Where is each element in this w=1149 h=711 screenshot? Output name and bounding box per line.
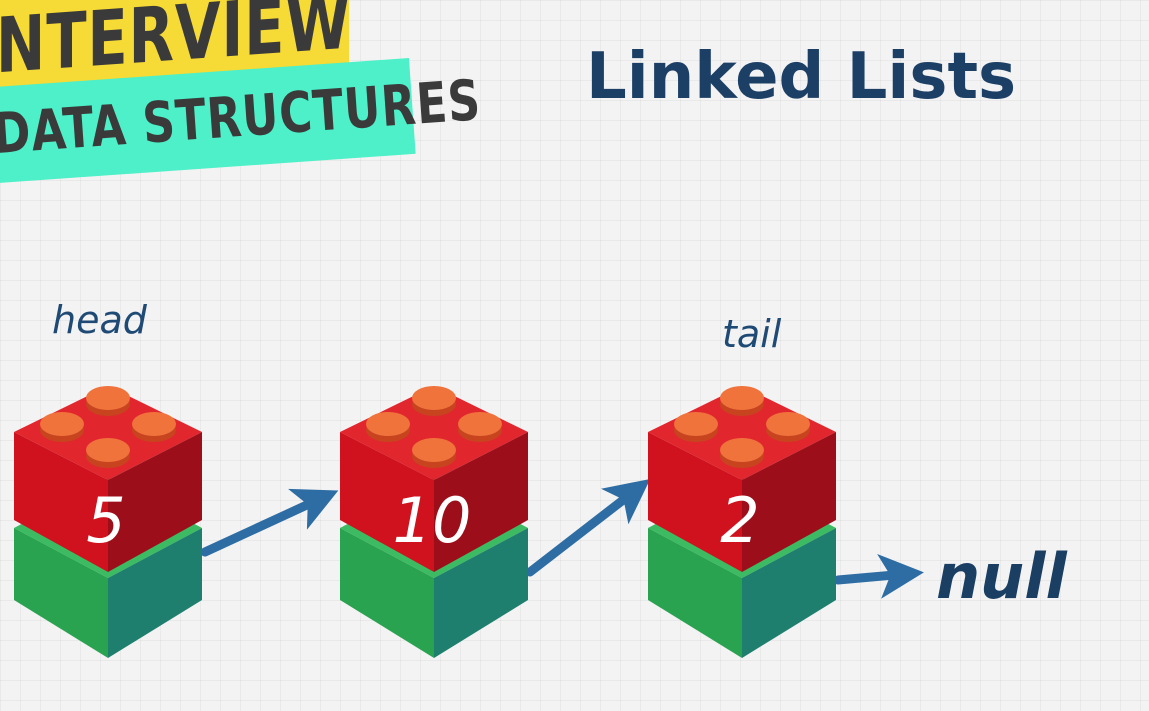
node-value: 10 bbox=[393, 484, 472, 557]
green-brick-right bbox=[434, 528, 528, 658]
brick-stud bbox=[366, 412, 410, 436]
node-value: 5 bbox=[86, 484, 125, 557]
linked-list-node: 2 bbox=[648, 386, 836, 658]
linked-list-node: 5 bbox=[14, 386, 202, 658]
brick-stud bbox=[86, 438, 130, 462]
node-value: 2 bbox=[720, 484, 759, 557]
brick-stud bbox=[720, 386, 764, 410]
brick-stud bbox=[86, 386, 130, 410]
brick-stud bbox=[720, 438, 764, 462]
page-title: Linked Lists bbox=[586, 40, 1017, 114]
brick-stud bbox=[412, 386, 456, 410]
brick-stud bbox=[458, 412, 502, 436]
green-brick-left bbox=[340, 528, 434, 658]
red-brick-right bbox=[742, 432, 836, 572]
red-brick-left bbox=[14, 432, 108, 572]
tail-label: tail bbox=[722, 312, 782, 356]
green-brick-left bbox=[14, 528, 108, 658]
linked-list-node: 10 bbox=[340, 386, 528, 658]
red-brick-right bbox=[434, 432, 528, 572]
red-brick-top bbox=[14, 386, 202, 480]
red-brick-left bbox=[648, 432, 742, 572]
arrow-2-to-null bbox=[833, 553, 924, 599]
arrow-5-to-10 bbox=[200, 488, 339, 557]
red-brick-top bbox=[648, 386, 836, 480]
brick-stud bbox=[40, 412, 84, 436]
head-label: head bbox=[52, 298, 147, 342]
red-brick-left bbox=[340, 432, 434, 572]
arrow-10-to-2 bbox=[525, 478, 651, 577]
brick-stud bbox=[132, 412, 176, 436]
brick-stud bbox=[674, 412, 718, 436]
brick-stud bbox=[766, 412, 810, 436]
green-brick-right bbox=[742, 528, 836, 658]
red-brick-top bbox=[340, 386, 528, 480]
red-brick-right bbox=[108, 432, 202, 572]
green-brick-left bbox=[648, 528, 742, 658]
green-brick-right bbox=[108, 528, 202, 658]
brick-stud bbox=[412, 438, 456, 462]
null-label: null bbox=[936, 540, 1067, 613]
